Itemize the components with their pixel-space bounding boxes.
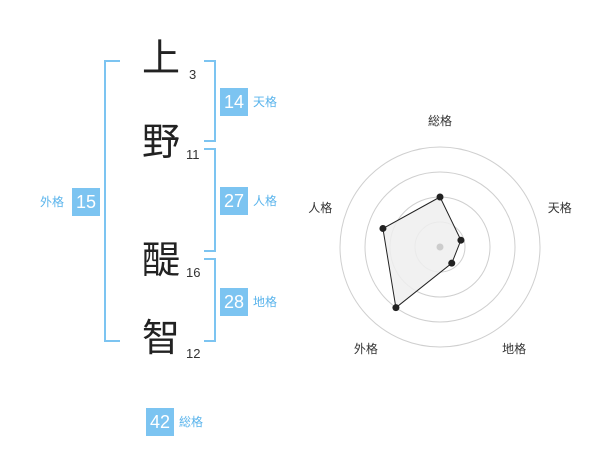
radar-point-3 [448, 259, 456, 267]
radar-point-2 [457, 236, 465, 244]
name-char-2: 野 [142, 120, 181, 164]
tenkaku-label: 天格 [253, 95, 278, 109]
jinkaku-label: 人格 [253, 194, 278, 208]
chikaku-label: 地格 [253, 295, 278, 309]
soukaku-value: 42 [146, 408, 174, 436]
name-char-3: 醍 [142, 238, 181, 282]
stroke-count-3: 16 [186, 265, 201, 280]
name-char-4: 智 [142, 316, 181, 360]
radar-point-1 [436, 193, 444, 201]
gaikaku-bracket [104, 60, 120, 342]
stroke-count-4: 12 [186, 346, 201, 361]
radar-point-4 [392, 304, 400, 312]
gaikaku-value: 15 [72, 188, 100, 216]
tenkaku-bracket [204, 60, 216, 142]
stroke-count-1: 3 [189, 67, 197, 82]
jinkaku-bracket [204, 148, 216, 252]
radar-ring-3 [364, 171, 516, 323]
chikaku-value: 28 [220, 288, 248, 316]
soukaku-label: 総格 [179, 415, 204, 429]
radar-axis-label-2: 天格 [548, 200, 572, 215]
radar-axis-label-1: 総格 [428, 113, 452, 128]
radar-axis-label-5: 人格 [308, 200, 332, 215]
radar-point-5 [379, 224, 387, 232]
gaikaku-label: 外格 [40, 195, 65, 209]
radar-center-dot [436, 243, 444, 251]
stroke-count-2: 11 [186, 147, 200, 162]
radar-axis-label-3: 地格 [502, 341, 526, 356]
tenkaku-value: 14 [220, 88, 248, 116]
chikaku-bracket [204, 258, 216, 342]
radar-ring-4 [339, 146, 541, 348]
radar-axis-label-4: 外格 [354, 341, 378, 356]
radar-data-polygon [382, 196, 462, 309]
name-char-1: 上 [142, 36, 181, 80]
radar-points [379, 193, 465, 312]
jinkaku-value: 27 [220, 187, 248, 215]
